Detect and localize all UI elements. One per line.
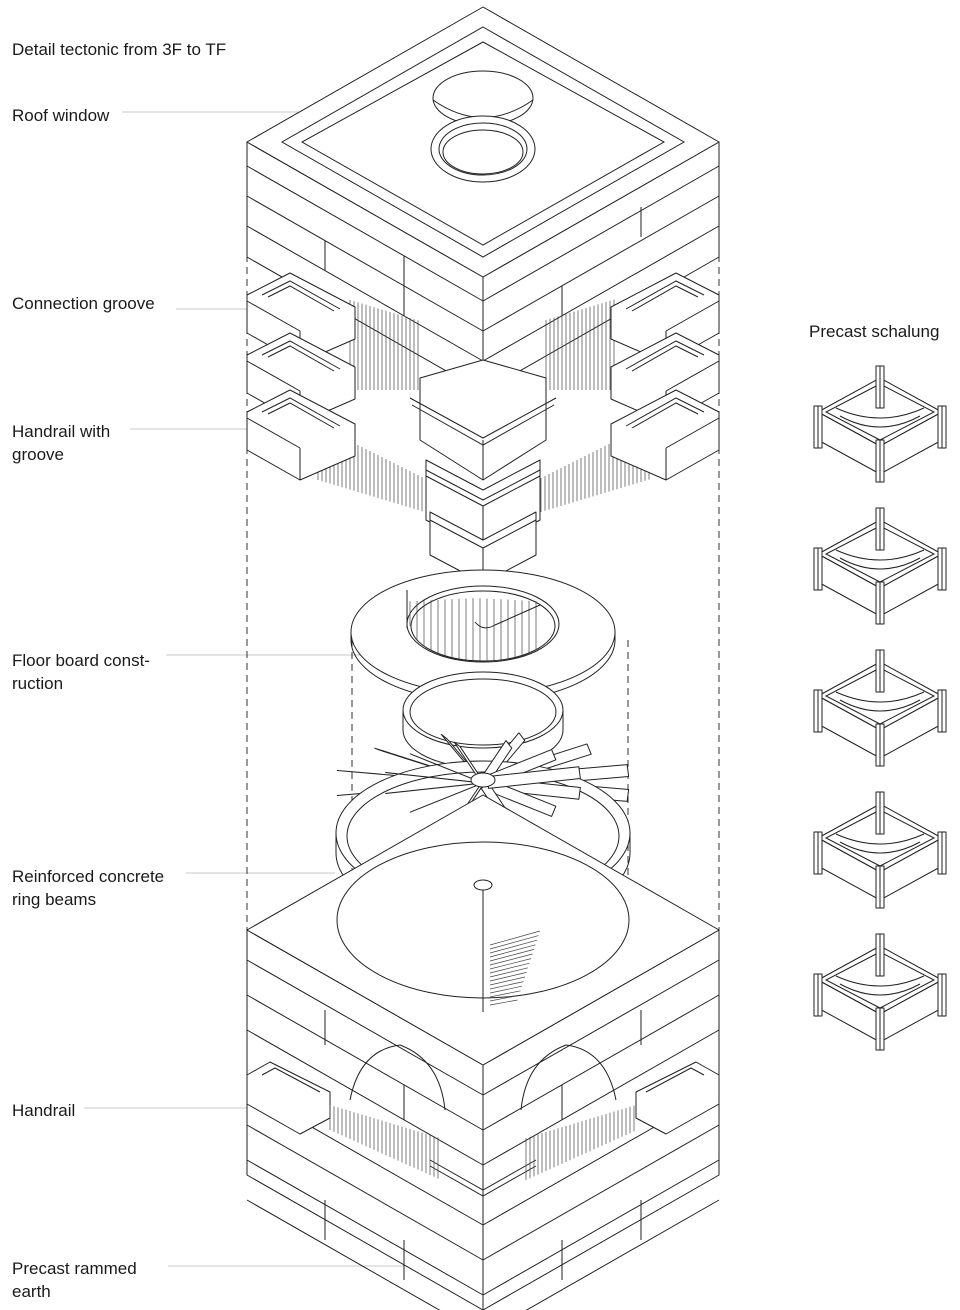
label-text: groove: [12, 445, 64, 464]
roof-window-ring: [431, 116, 535, 182]
precast-schalung-title: Precast schalung: [809, 322, 940, 341]
handrail-block: [247, 273, 355, 363]
label-text: ruction: [12, 674, 64, 693]
label-handrail: Handrail: [12, 1099, 75, 1122]
handrail-block: [247, 390, 355, 480]
schalung-unit: [814, 650, 946, 766]
central-column: [410, 360, 556, 583]
floor-board: [351, 570, 615, 702]
label-handrail-with-groove: Handrail with groove: [12, 420, 110, 466]
handrail-block: [611, 390, 719, 480]
precast-schalung-units: [814, 366, 946, 1050]
connection-groove-level: [247, 273, 719, 583]
label-text: Handrail with: [12, 422, 111, 441]
schalung-unit: [814, 934, 946, 1050]
label-roof-window: Roof window: [12, 104, 109, 127]
label-reinforced-concrete-ring-beams: Reinforced concrete ring beams: [12, 865, 164, 911]
handrail-block: [611, 273, 719, 363]
label-floor-board-construction: Floor board const- ruction: [12, 649, 150, 695]
roof-block: [247, 7, 719, 392]
schalung-unit: [814, 508, 946, 624]
label-text: Connection groove: [12, 294, 155, 313]
label-connection-groove: Connection groove: [12, 292, 155, 315]
rammed-earth-block: [247, 795, 719, 1310]
label-precast-rammed-earth: Precast rammed earth: [12, 1257, 137, 1303]
label-text: earth: [12, 1282, 51, 1301]
label-text: Floor board const-: [12, 651, 150, 670]
label-text: Reinforced concrete: [12, 867, 165, 886]
label-text: Precast rammed: [12, 1259, 137, 1278]
label-text: ring beams: [12, 890, 97, 909]
label-text: Handrail: [12, 1101, 76, 1120]
handrail-block: [636, 1062, 719, 1134]
schalung-unit: [814, 792, 946, 908]
schalung-unit: [814, 366, 946, 482]
label-text: Roof window: [12, 106, 110, 125]
diagram-title: Detail tectonic from 3F to TF: [12, 40, 227, 59]
